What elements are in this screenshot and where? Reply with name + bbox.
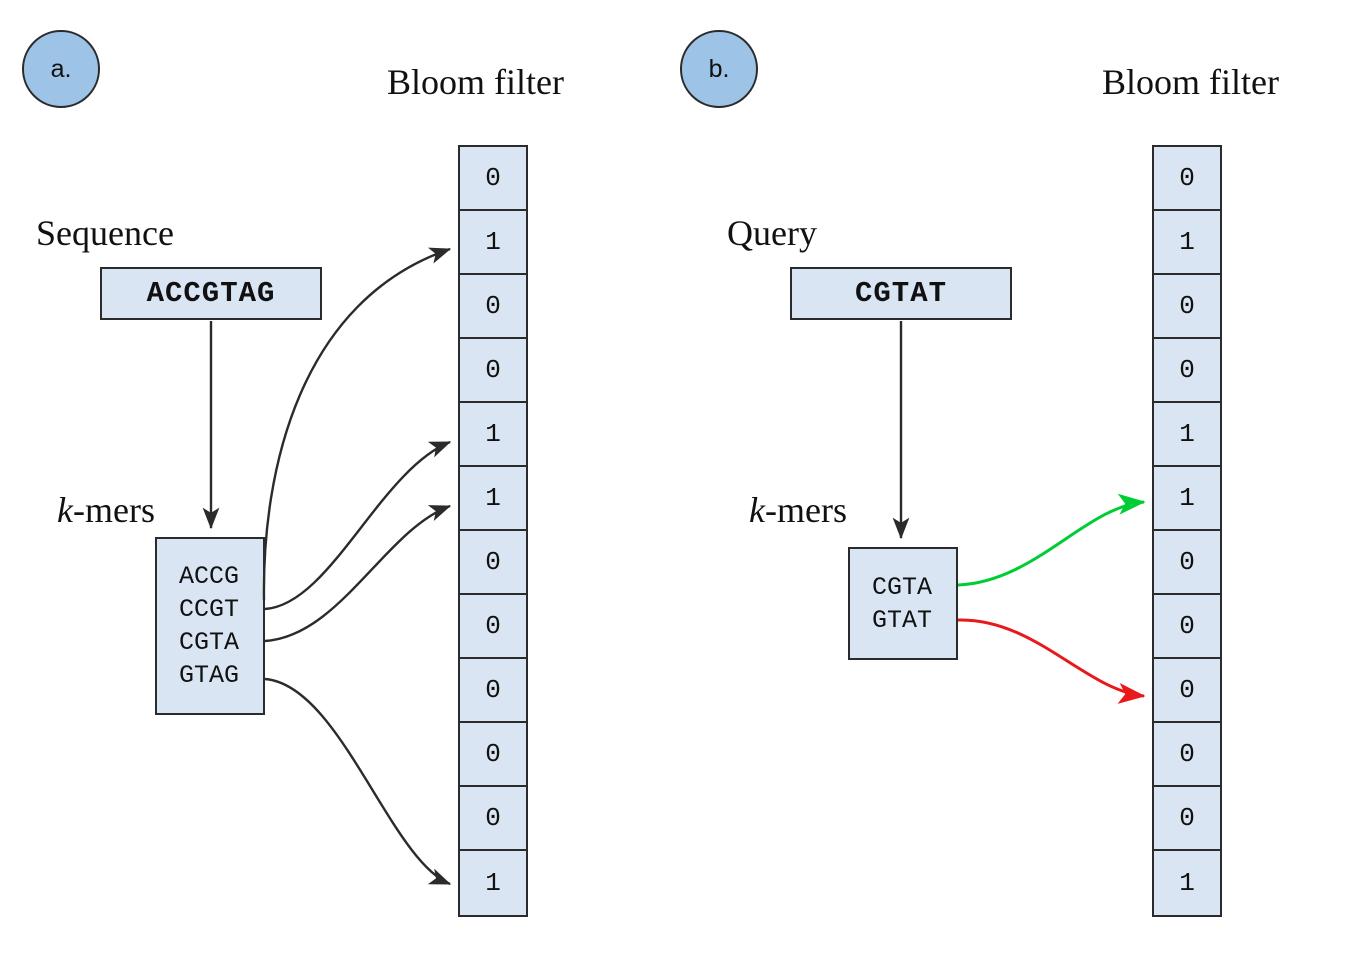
kmers-label-a-suffix: -mers (72, 490, 155, 530)
bloom-bit-cell: 0 (460, 659, 526, 723)
sequence-box: ACCGTAG (100, 267, 322, 320)
bloom-filter-title-a: Bloom filter (387, 62, 564, 102)
arrow-kmer-gtat-miss-to-bit-8 (957, 618, 1146, 704)
panel-badge-a: a. (22, 30, 100, 108)
kmers-label-b-k: k (749, 490, 765, 530)
bloom-bit-cell: 0 (460, 723, 526, 787)
arrow-kmer-ccgt-to-bit-4 (264, 440, 452, 611)
kmer-item: ACCG (179, 562, 240, 591)
panel-badge-b: b. (680, 30, 758, 108)
kmers-label-b-suffix: -mers (764, 490, 847, 530)
bloom-bit-cell: 0 (1154, 723, 1220, 787)
bloom-bit-cell: 0 (1154, 275, 1220, 339)
bloom-bit-cell: 0 (1154, 147, 1220, 211)
bloom-bit-cell: 1 (460, 211, 526, 275)
kmers-label-a-k: k (57, 490, 73, 530)
bloom-bit-cell: 1 (460, 467, 526, 531)
bloom-bit-cell: 0 (460, 275, 526, 339)
kmers-box-b: CGTA GTAT (848, 547, 958, 660)
bloom-bit-cell: 0 (460, 339, 526, 403)
arrow-kmer-cgta-to-bit-5 (264, 504, 452, 643)
bloom-bit-cell: 1 (460, 403, 526, 467)
arrow-kmer-cgta-hit-to-bit-5 (957, 493, 1146, 587)
kmer-item: CCGT (179, 595, 240, 624)
query-value: CGTAT (854, 277, 947, 310)
panel-badge-a-label: a. (50, 54, 72, 83)
query-box: CGTAT (790, 267, 1012, 320)
kmers-label-b: k-mers (749, 492, 847, 528)
panel-badge-b-label: b. (708, 54, 730, 83)
bloom-bit-cell: 0 (460, 531, 526, 595)
bloom-bit-cell: 0 (460, 595, 526, 659)
kmer-item: GTAG (179, 661, 240, 690)
bloom-bit-cell: 0 (1154, 339, 1220, 403)
bloom-bit-cell: 0 (460, 787, 526, 851)
arrow-kmer-gtag-to-bit-11 (264, 677, 452, 886)
kmers-label-a: k-mers (57, 492, 155, 528)
bloom-filter-column-a: 0 1 0 0 1 1 0 0 0 0 0 1 (458, 145, 528, 917)
sequence-value: ACCGTAG (146, 277, 276, 310)
query-label: Query (727, 213, 817, 253)
bloom-bit-cell: 1 (1154, 467, 1220, 531)
bloom-bit-cell: 1 (1154, 851, 1220, 915)
bloom-bit-cell: 1 (460, 851, 526, 915)
bloom-bit-cell: 0 (460, 147, 526, 211)
sequence-label: Sequence (36, 213, 174, 253)
bloom-bit-cell: 0 (1154, 659, 1220, 723)
kmers-box-a: ACCG CCGT CGTA GTAG (155, 537, 265, 715)
bloom-filter-column-b: 0 1 0 0 1 1 0 0 0 0 0 1 (1152, 145, 1222, 917)
bloom-filter-title-b: Bloom filter (1102, 62, 1279, 102)
kmer-item: CGTA (872, 572, 933, 602)
bloom-bit-cell: 1 (1154, 211, 1220, 275)
bloom-bit-cell: 0 (1154, 595, 1220, 659)
bloom-bit-cell: 0 (1154, 787, 1220, 851)
kmer-item: GTAT (872, 605, 933, 635)
kmer-item: CGTA (179, 628, 240, 657)
bloom-bit-cell: 1 (1154, 403, 1220, 467)
bloom-bit-cell: 0 (1154, 531, 1220, 595)
